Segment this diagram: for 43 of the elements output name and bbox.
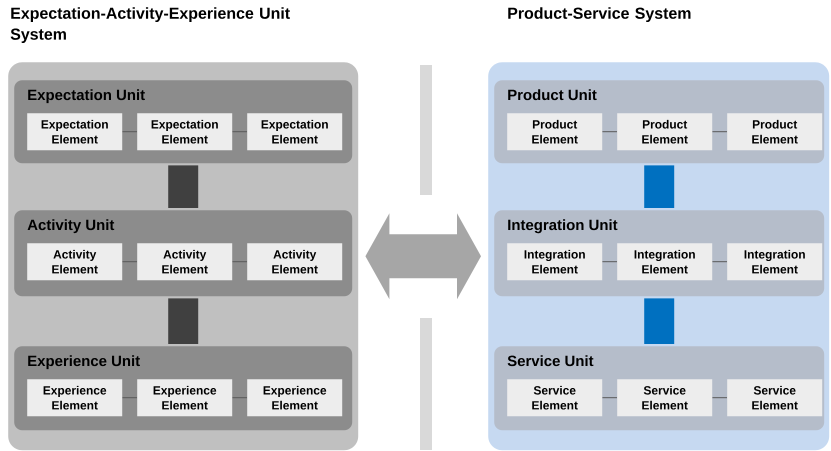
unit-heading: Service Unit <box>508 355 594 366</box>
element-box: Integration Element <box>727 243 822 280</box>
connector-line <box>122 131 138 132</box>
connector-line <box>232 131 248 132</box>
element-box: Experience Element <box>27 379 122 416</box>
unit-heading: Product Unit <box>508 89 597 100</box>
connector-line <box>122 397 138 398</box>
connector-bar <box>168 298 198 344</box>
connector-line <box>122 261 138 262</box>
connector-line <box>602 261 618 262</box>
element-box: Expectation Element <box>27 113 122 150</box>
unit-heading: Activity Unit <box>28 219 114 234</box>
element-box: Service Element <box>507 379 602 416</box>
element-box: Experience Element <box>137 379 232 416</box>
element-box: Product Element <box>617 113 712 150</box>
element-box: Service Element <box>727 379 822 416</box>
element-box: Activity Element <box>247 243 342 280</box>
connector-bar <box>644 165 674 208</box>
unit-heading: Integration Unit <box>508 219 618 234</box>
connector-line <box>712 131 728 132</box>
connector-bar <box>168 165 198 208</box>
element-box: Expectation Element <box>247 113 342 150</box>
element-box: Expectation Element <box>137 113 232 150</box>
unit-heading: Expectation Unit <box>28 89 145 104</box>
element-box: Activity Element <box>137 243 232 280</box>
element-box: Integration Element <box>617 243 712 280</box>
connector-line <box>712 261 728 262</box>
element-box: Activity Element <box>27 243 122 280</box>
element-box: Product Element <box>727 113 822 150</box>
connector-bar <box>644 298 674 344</box>
unit-heading: Experience Unit <box>28 355 140 370</box>
connector-line <box>602 131 618 132</box>
panel-heading: Expectation-Activity-Experience Unit System <box>10 7 290 43</box>
element-box: Integration Element <box>507 243 602 280</box>
connector-line <box>232 397 248 398</box>
connector-line <box>712 397 728 398</box>
panel-heading: Product-Service System <box>508 7 690 22</box>
element-box: Product Element <box>507 113 602 150</box>
double-arrow <box>365 213 481 300</box>
element-box: Experience Element <box>247 379 342 416</box>
element-box: Service Element <box>617 379 712 416</box>
connector-line <box>232 261 248 262</box>
connector-line <box>602 397 618 398</box>
